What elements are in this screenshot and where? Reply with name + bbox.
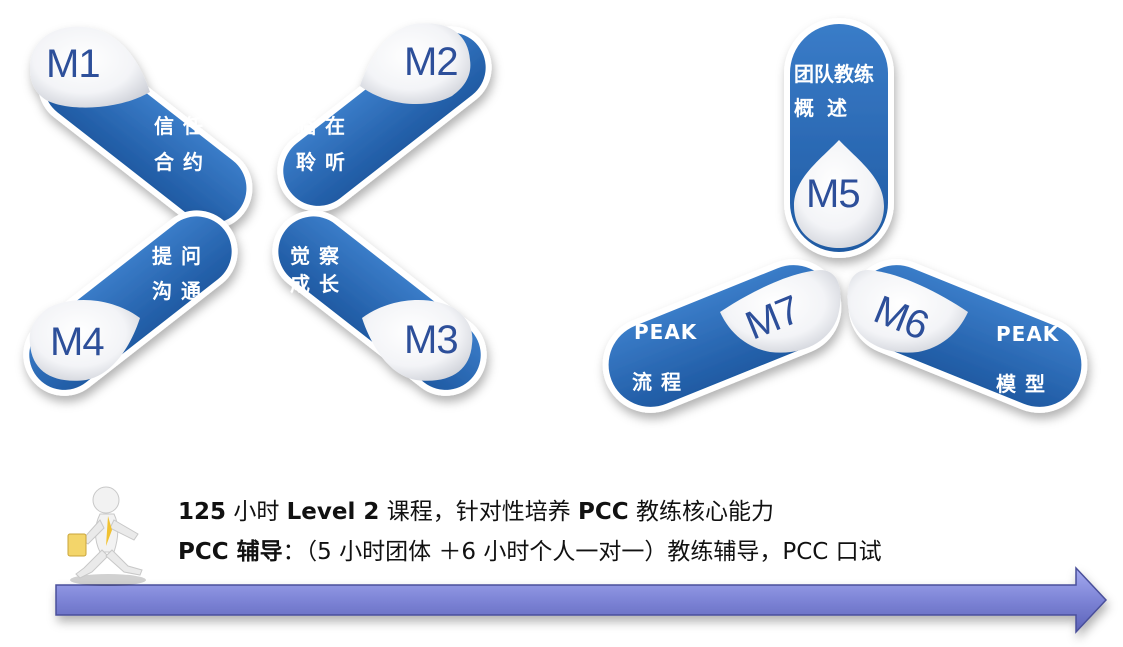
badge-m4: M4 <box>50 320 105 364</box>
caption-hours: 125 <box>178 499 227 525</box>
module-m3 <box>272 210 487 396</box>
running-person-icon <box>67 486 146 586</box>
badge-m5: M5 <box>806 172 861 216</box>
m2-drop-shape <box>360 23 471 105</box>
m3-drop-shape <box>362 299 473 381</box>
module-m4 <box>23 210 238 396</box>
m3-line1: 觉 察 <box>290 244 340 268</box>
m4-drop-shape <box>29 299 140 381</box>
module-m1 <box>30 26 253 230</box>
module-m6 <box>847 259 1088 413</box>
m1-drop-shape <box>30 26 150 108</box>
m7-line2: 流 程 <box>632 370 682 394</box>
m1-line2: 合 约 <box>154 150 204 174</box>
m7-line1: PEAK <box>634 320 698 344</box>
module-m2 <box>277 23 492 212</box>
caption-detail: ：（5 小时团体 ＋6 小时个人一对一）教练辅导，PCC 口试 <box>282 539 882 565</box>
caption-text-a: 小时 <box>226 499 287 525</box>
m6-drop-shape <box>847 270 968 353</box>
caption-pcc: PCC <box>578 499 629 525</box>
m5-line1: 团队教练 <box>794 62 874 86</box>
m5-line2: 概 述 <box>794 96 850 120</box>
m7-drop-shape <box>720 270 841 353</box>
caption-text-c: 教练核心能力 <box>628 499 774 525</box>
caption-level: Level 2 <box>286 499 380 525</box>
m2-line2: 聆 听 <box>296 150 346 174</box>
caption-text-b: 课程，针对性培养 <box>379 499 579 525</box>
badge-m2: M2 <box>404 40 459 84</box>
module-m7 <box>602 259 842 413</box>
m4-line2: 沟 通 <box>152 279 202 303</box>
badge-m3: M3 <box>404 318 459 362</box>
m3-line2: 成 长 <box>290 272 340 296</box>
progress-arrow <box>55 566 1108 634</box>
badge-m1: M1 <box>46 42 101 86</box>
caption-line1: 125 小时 Level 2 课程，针对性培养 PCC 教练核心能力 <box>178 492 774 526</box>
m4-line1: 提 问 <box>152 244 202 268</box>
m1-line1: 信 任 <box>154 114 204 138</box>
module-m5 <box>784 18 894 258</box>
caption-pcc-coaching: PCC 辅导 <box>178 539 283 565</box>
m6-line2: 模 型 <box>996 372 1046 396</box>
m5-drop-shape <box>794 140 884 248</box>
m6-line1: PEAK <box>996 322 1060 346</box>
caption-line2: PCC 辅导：（5 小时团体 ＋6 小时个人一对一）教练辅导，PCC 口试 <box>178 532 882 566</box>
m2-line1: 临 在 <box>296 114 346 138</box>
